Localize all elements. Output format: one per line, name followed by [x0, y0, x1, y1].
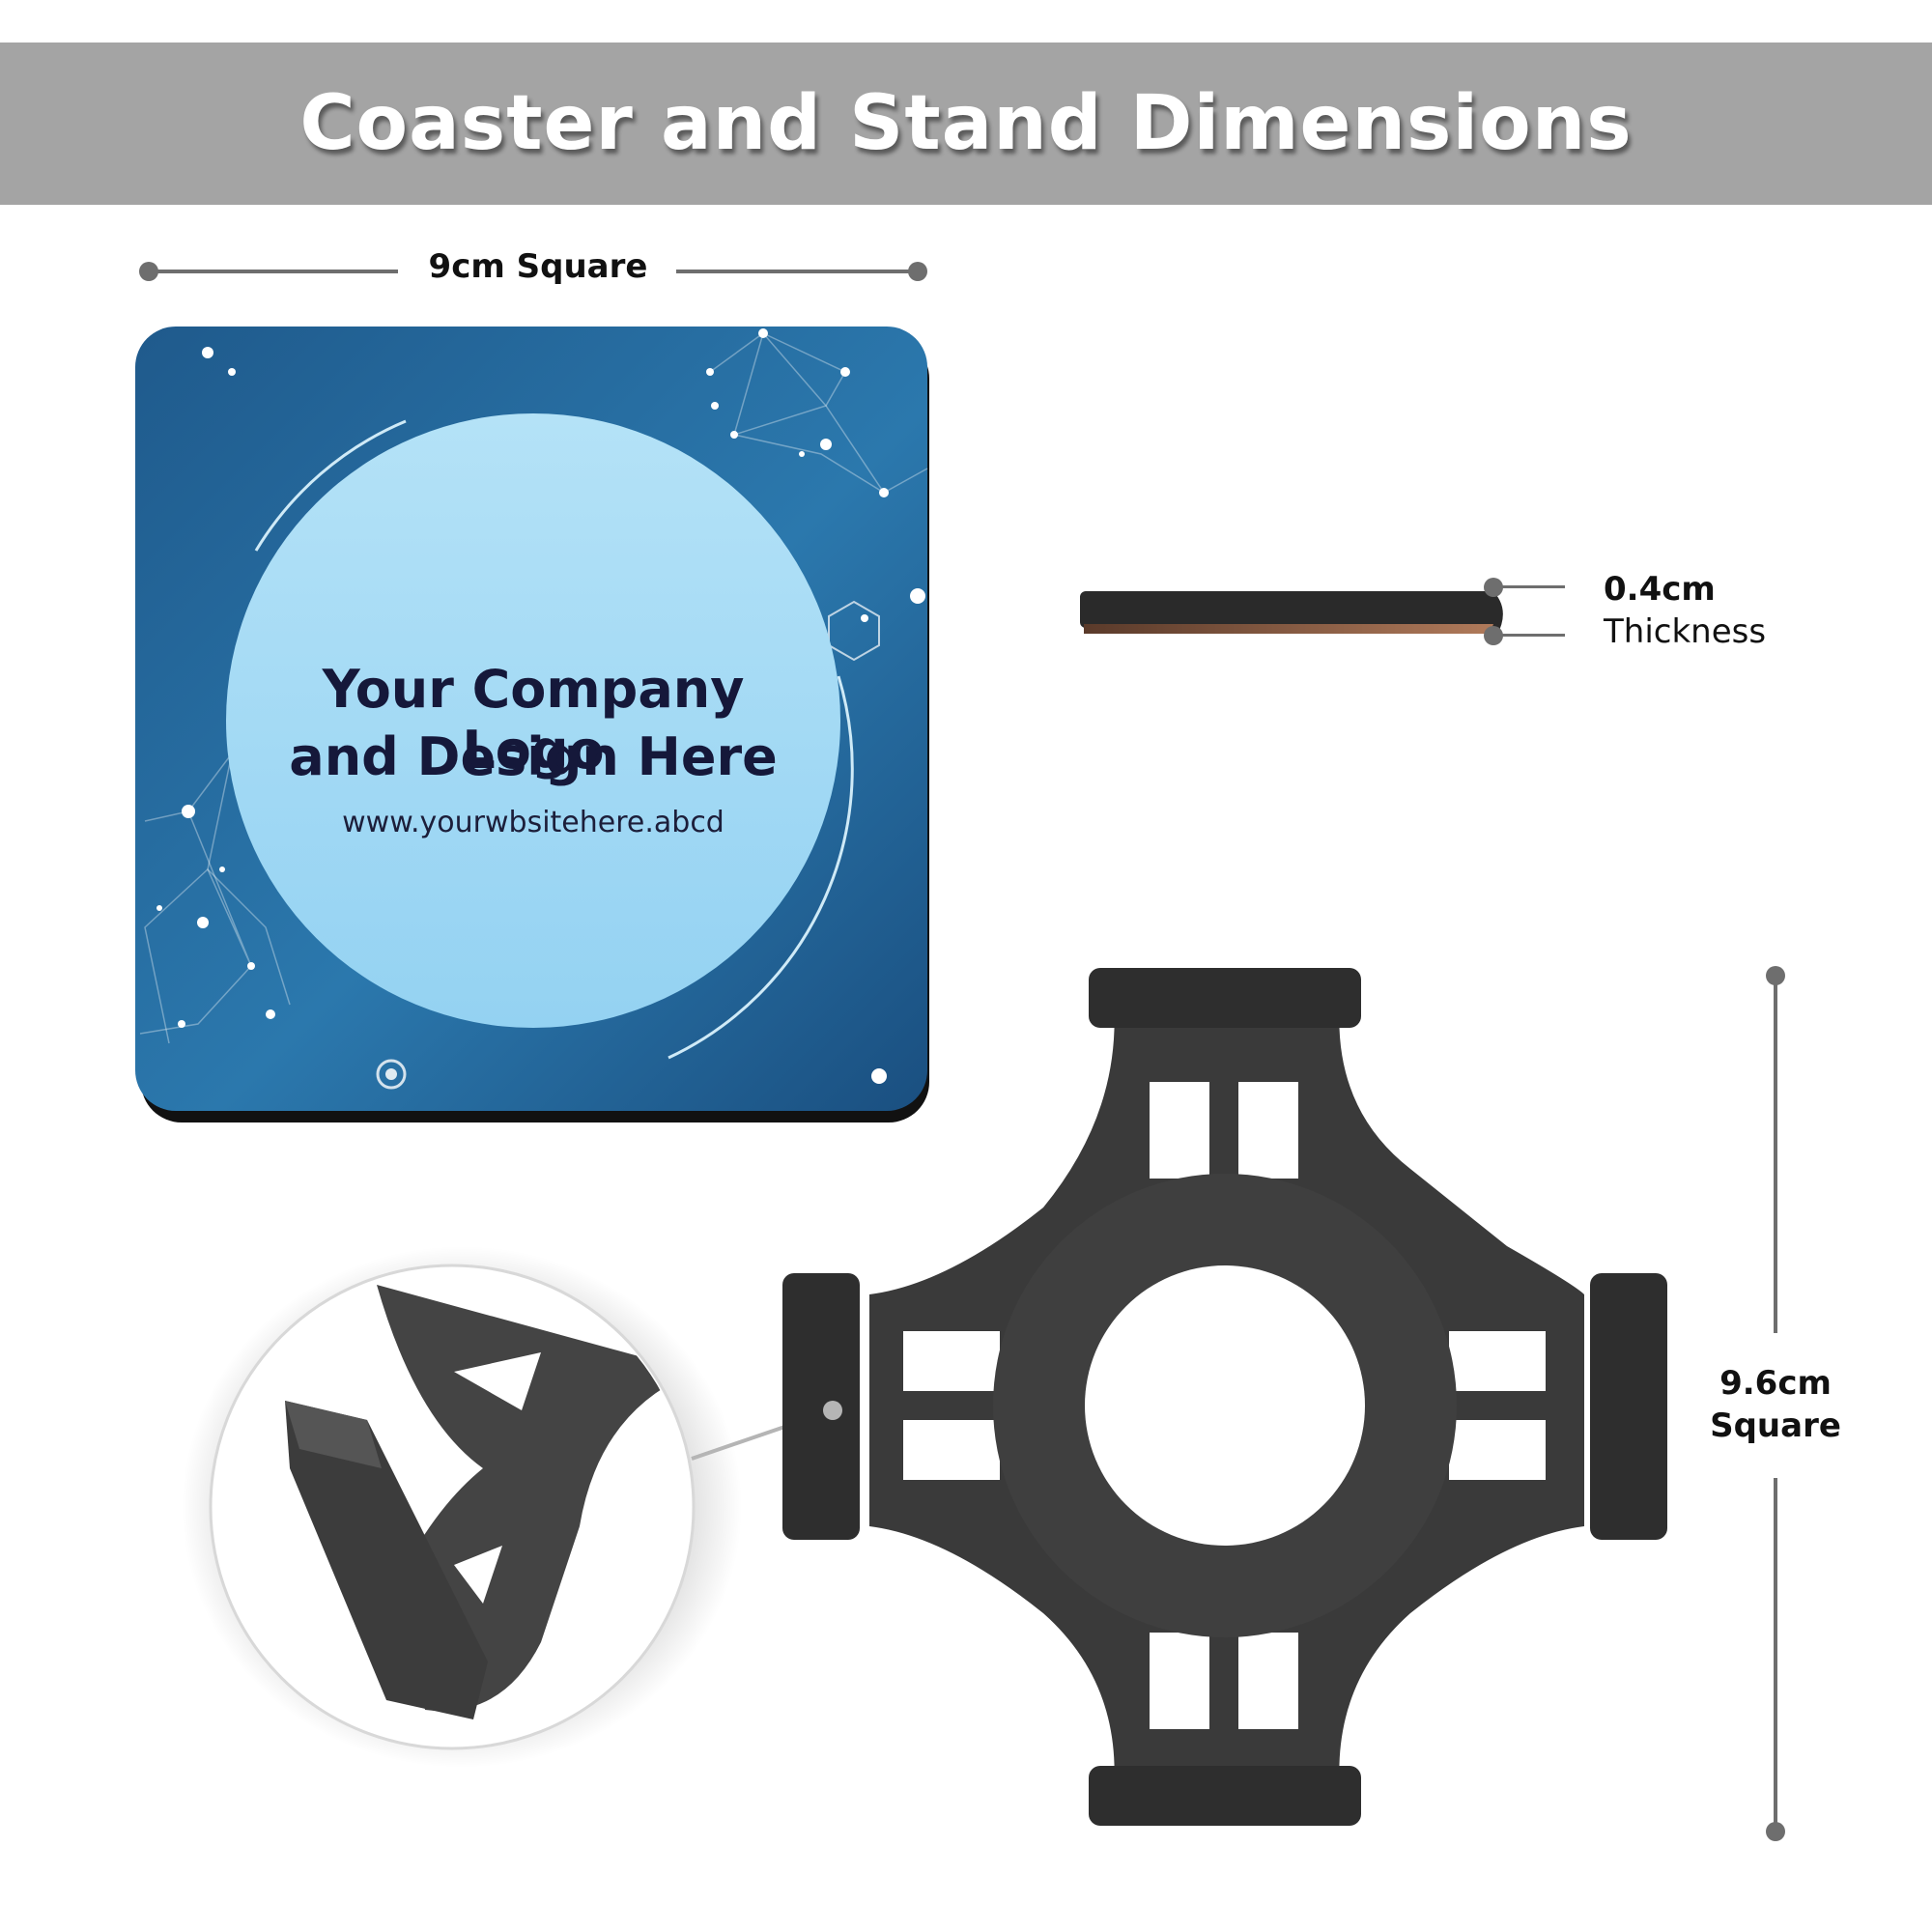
- constellation-dots: [156, 328, 925, 1084]
- target-icon-center: [385, 1068, 397, 1080]
- zoom-leader-dot: [823, 1401, 842, 1420]
- header-banner: Coaster and Stand Dimensions: [0, 43, 1932, 205]
- hexagon-icon: [828, 600, 880, 662]
- coaster-width-right-dot: [908, 262, 927, 281]
- coaster-width-left-line: [149, 270, 398, 273]
- logo-circle: [226, 413, 840, 1028]
- decor-arc-top: [254, 419, 407, 552]
- stand-size-top-line: [1774, 976, 1777, 1333]
- coaster-width-right-line: [676, 270, 918, 273]
- coaster-width-label: 9cm Square: [428, 247, 648, 286]
- thickness-value: 0.4cm: [1604, 570, 1716, 609]
- thickness-top-line: [1493, 585, 1565, 588]
- zoom-stand-detail: [285, 1285, 691, 1719]
- constellation-lines: [139, 331, 928, 1044]
- stand-size-label: Square: [1710, 1406, 1841, 1445]
- logo-line-2: and Design Here: [289, 726, 778, 787]
- stand-size-bottom-line: [1774, 1478, 1777, 1832]
- coaster-side-view: [1080, 591, 1497, 628]
- decor-arc-bottom: [668, 675, 854, 1060]
- logo-line-1: Your Company Logo: [322, 659, 745, 781]
- stand: [782, 968, 1667, 1826]
- page-title: Coaster and Stand Dimensions: [299, 80, 1633, 167]
- stand-size-value: 9.6cm: [1719, 1364, 1832, 1403]
- stand-size-bottom-dot: [1766, 1822, 1785, 1841]
- website-text: www.yourwbsitehere.abcd: [342, 806, 724, 839]
- thickness-bottom-line: [1493, 634, 1565, 637]
- target-icon: [376, 1059, 407, 1090]
- thickness-label: Thickness: [1604, 612, 1767, 651]
- coaster-side-cork: [1084, 624, 1493, 634]
